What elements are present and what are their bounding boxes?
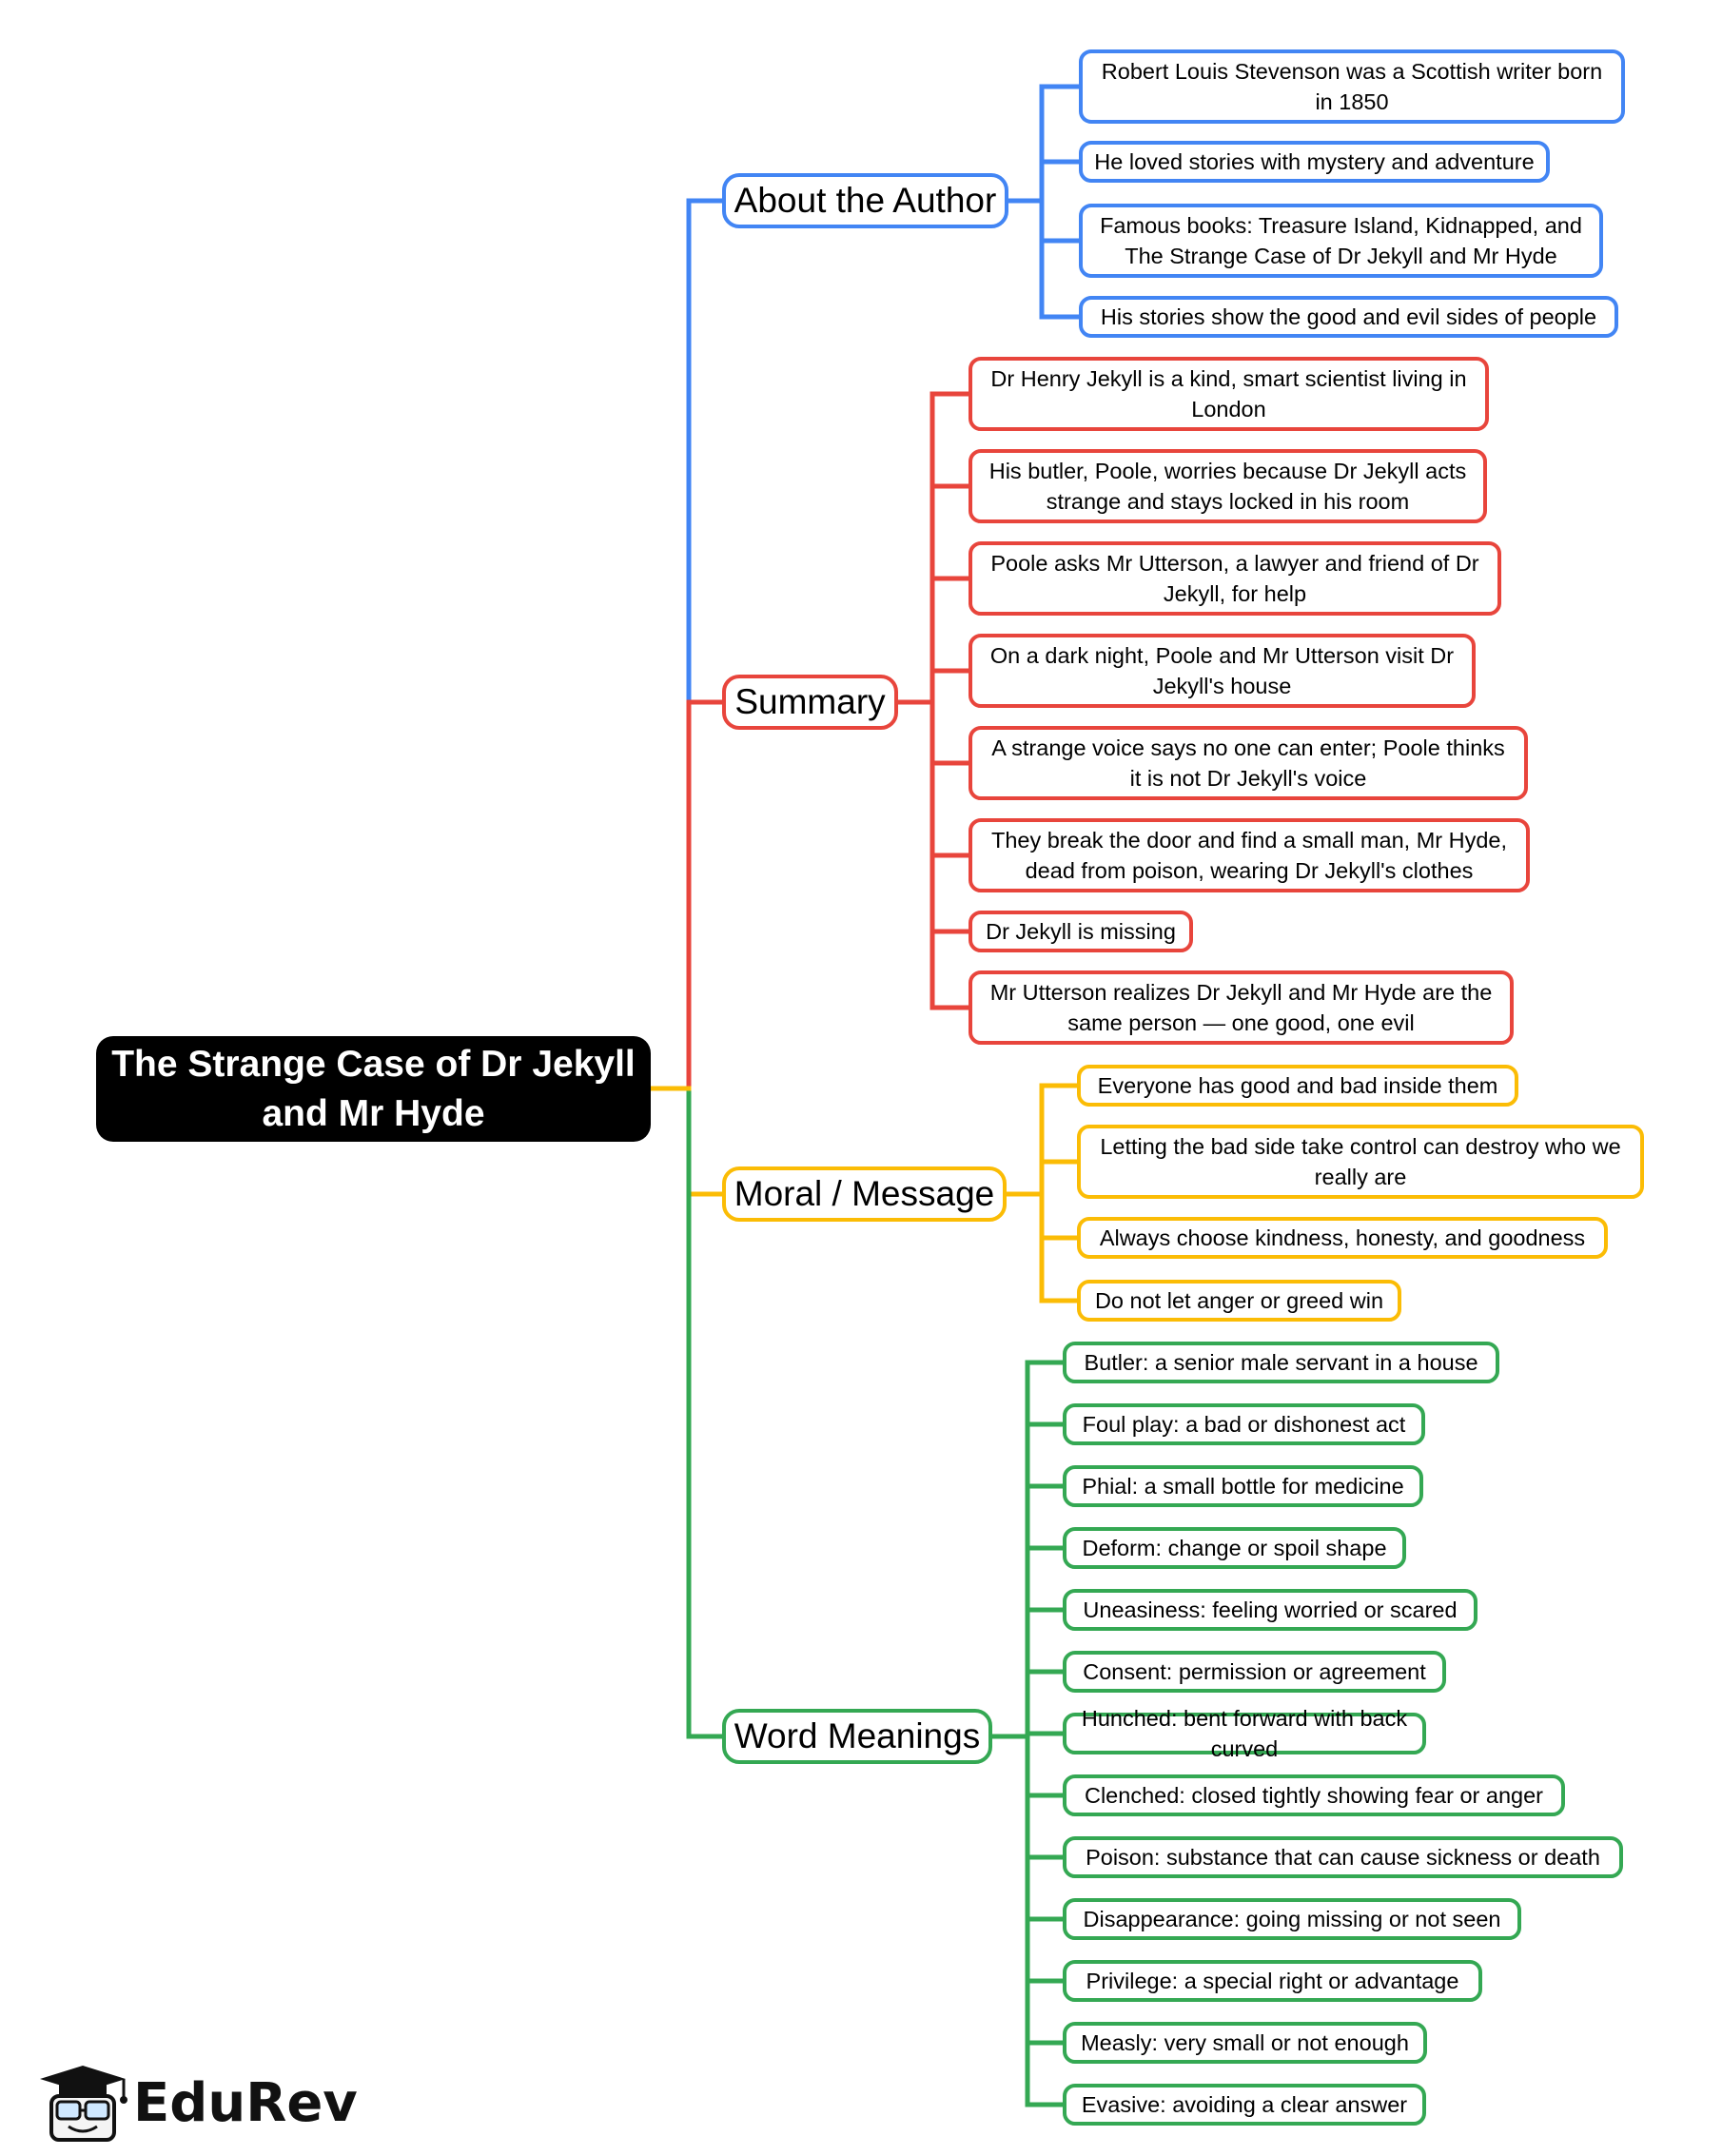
words-item: Privilege: a special right or advantage [1063, 1960, 1482, 2002]
words-item: Hunched: bent forward with back curved [1063, 1706, 1426, 1761]
words-item-text: Evasive: avoiding a clear answer [1081, 2092, 1408, 2117]
summary-item-text: Poole asks Mr Utterson, a lawyer and fri… [990, 551, 1479, 606]
moral-item: Letting the bad side take control can de… [1077, 1125, 1644, 1199]
summary-item: Poole asks Mr Utterson, a lawyer and fri… [969, 541, 1501, 616]
author-item: He loved stories with mystery and advent… [1079, 141, 1550, 183]
words-item-text: Hunched: bent forward with back curved [1081, 1706, 1408, 1761]
branch-moral-message: Moral / Message [722, 1166, 1007, 1222]
moral-item: Do not let anger or greed win [1077, 1280, 1401, 1322]
words-item: Evasive: avoiding a clear answer [1063, 2084, 1426, 2126]
author-item: Famous books: Treasure Island, Kidnapped… [1079, 204, 1603, 278]
author-item-text: Famous books: Treasure Island, Kidnapped… [1100, 213, 1582, 268]
summary-item: On a dark night, Poole and Mr Utterson v… [969, 634, 1476, 708]
words-item: Consent: permission or agreement [1063, 1651, 1446, 1693]
brand-name: EduRev [133, 2072, 358, 2134]
words-item: Clenched: closed tightly showing fear or… [1063, 1774, 1565, 1816]
branch-about-the-author: About the Author [722, 173, 1008, 228]
moral-item-text: Do not let anger or greed win [1094, 1288, 1384, 1313]
summary-item-text: Mr Utterson realizes Dr Jekyll and Mr Hy… [989, 980, 1493, 1035]
branch-summary: Summary [722, 675, 898, 730]
words-item: Disappearance: going missing or not seen [1063, 1898, 1521, 1940]
moral-item-text: Everyone has good and bad inside them [1097, 1073, 1498, 1098]
words-item-text: Disappearance: going missing or not seen [1083, 1907, 1501, 1931]
summary-item: They break the door and find a small man… [969, 818, 1530, 892]
words-item: Butler: a senior male servant in a house [1063, 1342, 1499, 1383]
author-item-text: His stories show the good and evil sides… [1100, 304, 1597, 329]
words-item-text: Poison: substance that can cause sicknes… [1086, 1845, 1600, 1870]
words-item-text: Uneasiness: feeling worried or scared [1083, 1597, 1458, 1622]
summary-item-text: His butler, Poole, worries because Dr Je… [988, 459, 1467, 514]
summary-item-text: A strange voice says no one can enter; P… [991, 735, 1505, 791]
summary-item-text: They break the door and find a small man… [990, 828, 1508, 883]
moral-item-text: Always choose kindness, honesty, and goo… [1099, 1225, 1586, 1250]
summary-item: Mr Utterson realizes Dr Jekyll and Mr Hy… [969, 970, 1514, 1045]
summary-item: Dr Jekyll is missing [969, 911, 1193, 952]
words-item: Uneasiness: feeling worried or scared [1063, 1589, 1477, 1631]
summary-item: Dr Henry Jekyll is a kind, smart scienti… [969, 357, 1489, 431]
moral-item: Always choose kindness, honesty, and goo… [1077, 1217, 1608, 1259]
words-item-text: Consent: permission or agreement [1083, 1659, 1426, 1684]
words-item-text: Clenched: closed tightly showing fear or… [1084, 1783, 1544, 1808]
moral-item-text: Letting the bad side take control can de… [1100, 1134, 1621, 1189]
edurev-logo-icon [40, 2066, 127, 2142]
words-item: Phial: a small bottle for medicine [1063, 1465, 1423, 1507]
author-item-text: He loved stories with mystery and advent… [1094, 149, 1535, 174]
words-item-text: Privilege: a special right or advantage [1086, 1969, 1459, 1993]
words-item-text: Phial: a small bottle for medicine [1082, 1474, 1404, 1499]
branch-word-meanings: Word Meanings [722, 1709, 992, 1764]
author-item: Robert Louis Stevenson was a Scottish wr… [1079, 49, 1625, 124]
summary-item-text: On a dark night, Poole and Mr Utterson v… [989, 643, 1455, 698]
summary-item-text: Dr Jekyll is missing [986, 919, 1176, 944]
words-item: Foul play: a bad or dishonest act [1063, 1403, 1425, 1445]
summary-item: His butler, Poole, worries because Dr Je… [969, 449, 1487, 523]
author-item: His stories show the good and evil sides… [1079, 296, 1618, 338]
words-item: Poison: substance that can cause sicknes… [1063, 1836, 1623, 1878]
words-item: Measly: very small or not enough [1063, 2022, 1427, 2064]
words-item-text: Foul play: a bad or dishonest act [1082, 1412, 1406, 1437]
summary-item-text: Dr Henry Jekyll is a kind, smart scienti… [990, 366, 1467, 421]
words-item-text: Measly: very small or not enough [1081, 2030, 1409, 2055]
words-item-text: Butler: a senior male servant in a house [1084, 1350, 1478, 1375]
summary-item: A strange voice says no one can enter; P… [969, 726, 1528, 800]
words-item-text: Deform: change or spoil shape [1082, 1536, 1387, 1560]
words-item: Deform: change or spoil shape [1063, 1527, 1406, 1569]
moral-item: Everyone has good and bad inside them [1077, 1065, 1518, 1107]
author-item-text: Robert Louis Stevenson was a Scottish wr… [1101, 59, 1603, 114]
root-topic: The Strange Case of Dr Jekyll and Mr Hyd… [96, 1036, 651, 1142]
